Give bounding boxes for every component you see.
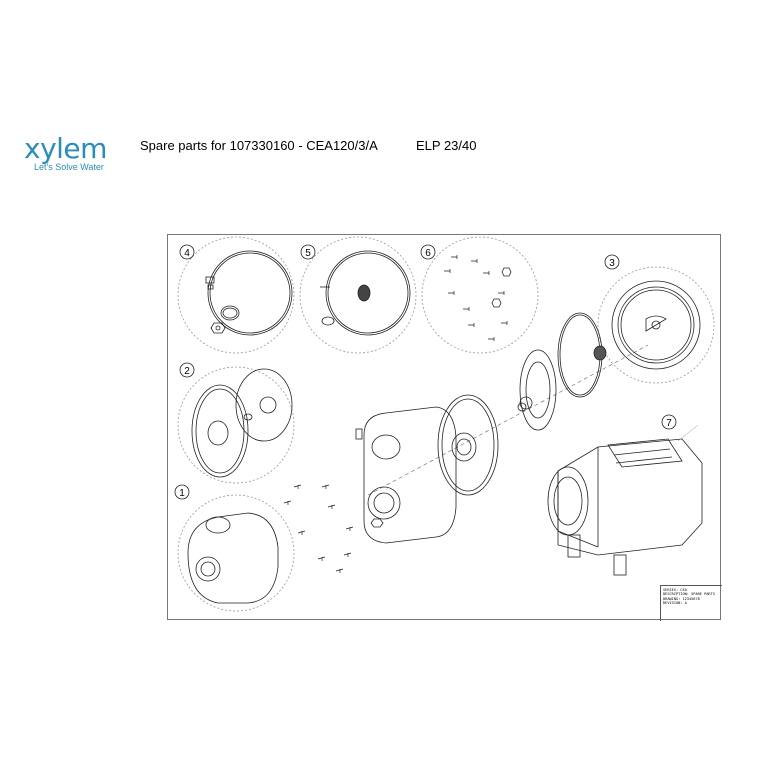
callout-number-6: 6 [425, 248, 431, 259]
model-label: ELP 23/40 [416, 138, 477, 153]
callout-number-2: 2 [184, 366, 190, 377]
detail-circle-1 [177, 494, 295, 612]
pump-casing [355, 406, 457, 544]
callout-number-3: 3 [609, 258, 615, 269]
xylem-logo: xylem Let's Solve Water [24, 132, 107, 173]
callout-bubble-7: 7 [661, 414, 677, 430]
cover-plate [437, 394, 499, 496]
title-block-line: DRAWING: 12345678 [663, 596, 700, 601]
callout-bubble-6: 6 [420, 244, 436, 260]
callout-number-5: 5 [305, 248, 311, 259]
callout-bubble-3: 3 [604, 254, 620, 270]
drawing-title-block: SERIES: CEA DESCRIPTION: SPARE PARTS DRA… [660, 585, 722, 621]
title-block-line: SERIES: CEA [663, 588, 687, 592]
detail-circle-3 [597, 266, 715, 384]
motor-unit [547, 424, 703, 576]
assembly-axis [367, 344, 649, 496]
detail-circle-5 [299, 236, 417, 354]
title-block-line: REVISION: A [663, 601, 687, 606]
callout-number-7: 7 [666, 418, 672, 429]
title-block-line: DESCRIPTION: SPARE PARTS [663, 592, 715, 597]
detail-circle-4 [177, 236, 295, 354]
callout-bubble-5: 5 [300, 244, 316, 260]
callout-number-1: 1 [179, 488, 185, 499]
exploded-view-drawing: 4 5 6 3 2 1 7 SERIES: CEA DESCRIPTION: S… [167, 234, 722, 621]
callout-bubble-1: 1 [174, 484, 190, 500]
seal-assembly [517, 312, 607, 431]
callout-number-4: 4 [184, 248, 190, 259]
callout-bubble-4: 4 [179, 244, 195, 260]
detail-circle-6 [421, 236, 539, 354]
page-title: Spare parts for 107330160 - CEA120/3/A [140, 138, 378, 153]
logo-tagline: Let's Solve Water [34, 162, 104, 172]
detail-circle-2 [177, 366, 295, 484]
exploded-view-svg: 4 5 6 3 2 1 7 [174, 236, 715, 612]
callout-bubble-2: 2 [179, 362, 195, 378]
logo-wordmark: xylem [24, 132, 107, 165]
casing-bolts [283, 484, 354, 573]
